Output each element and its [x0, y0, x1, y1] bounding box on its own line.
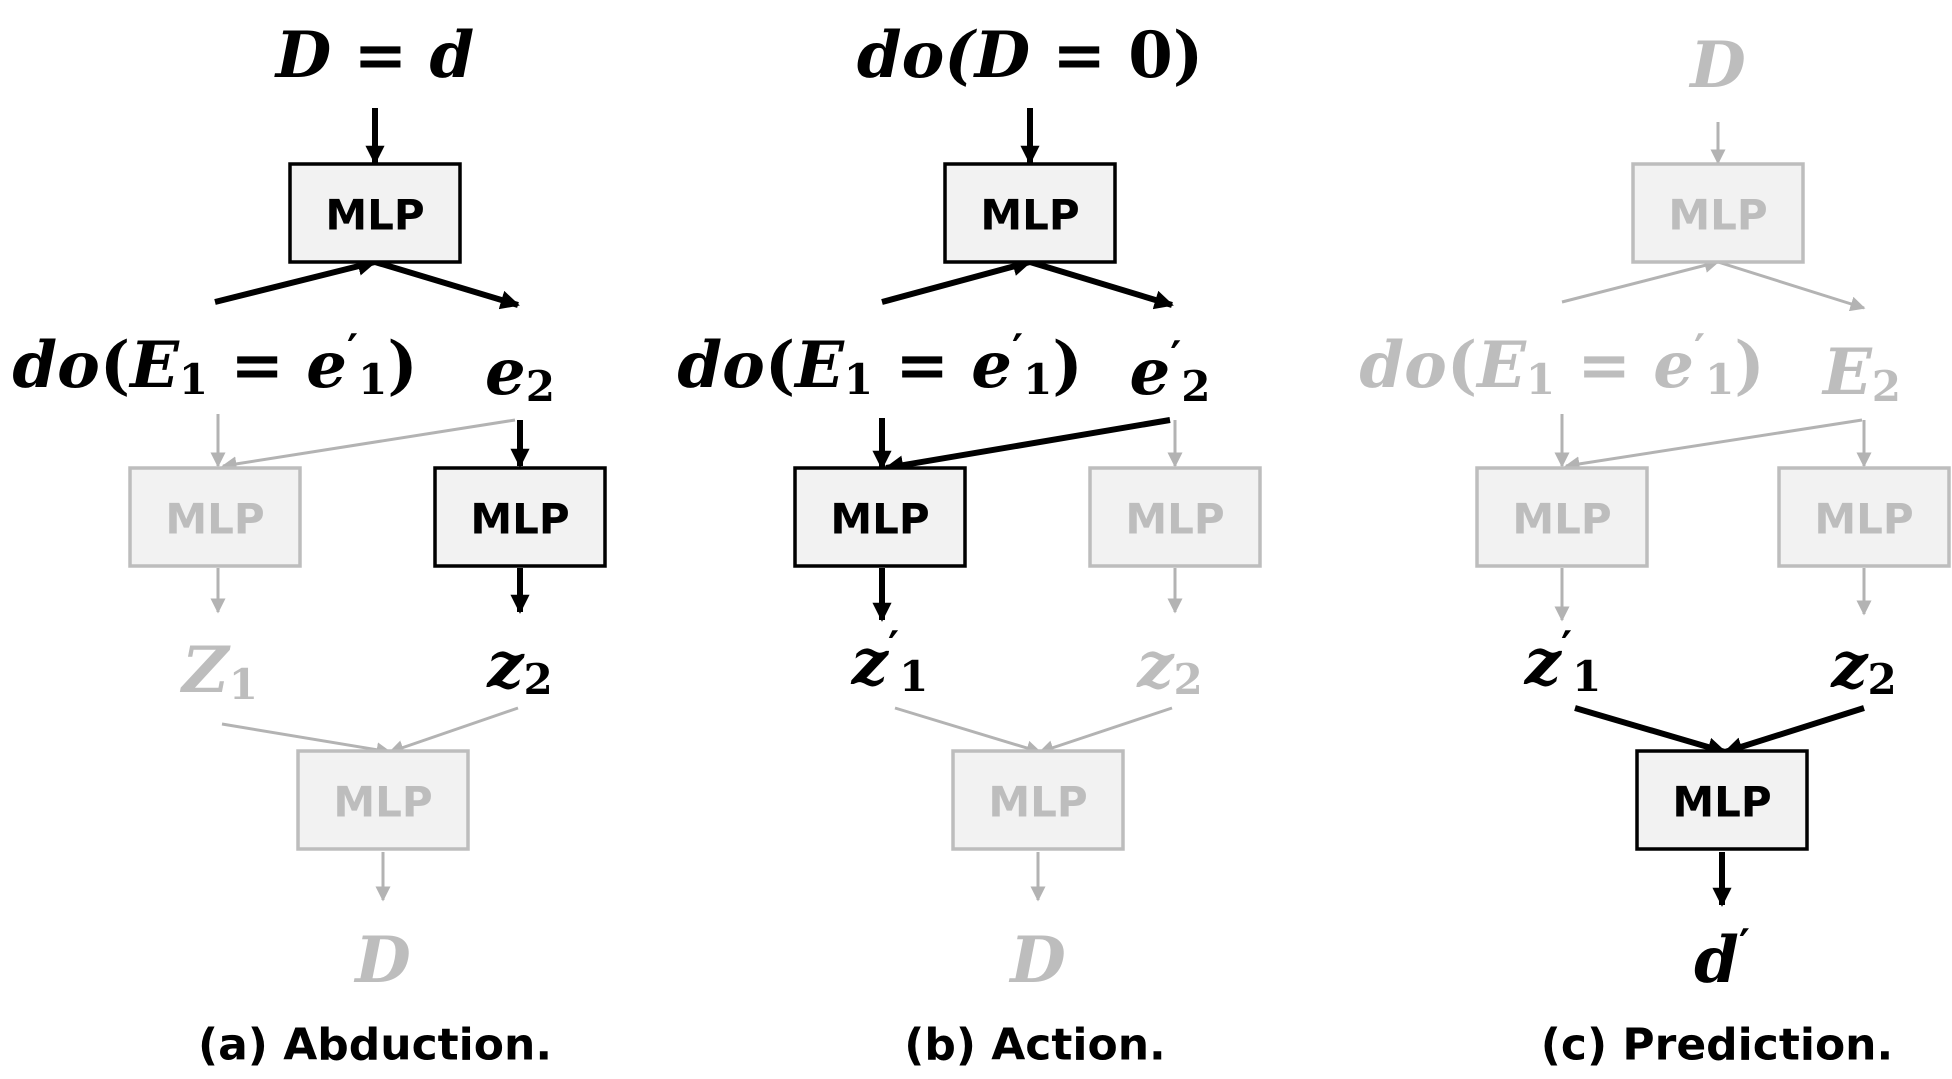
- panel-b-arrow-9: [894, 706, 1042, 756]
- panel-c-caption: (c) Prediction.: [1541, 1020, 1893, 1071]
- panel-c-noise-node-2: E2: [1821, 335, 1901, 411]
- panel-c-mlp-rect-2: [1475, 466, 1649, 568]
- panel-a-mlp-box-1: MLP: [288, 162, 462, 264]
- panel-c-mlp-box-3: MLP: [1777, 466, 1951, 568]
- panel-a-arrow-5: [221, 418, 516, 472]
- panel-b-mlp-rect-3: [1088, 466, 1262, 568]
- panel-c-intervention-expression: do(E1 = e′1): [1359, 325, 1764, 404]
- panel-b-arrow-10: [1038, 706, 1173, 755]
- panel-c-top-expression: D: [1688, 28, 1746, 103]
- panel-a-top-expression: D = d: [274, 18, 474, 93]
- panel-b-latent-node-2: z2: [1136, 628, 1203, 704]
- panel-b-mlp-label-2: MLP: [830, 495, 929, 544]
- panel-b-intervention-expression: do(E1 = e′1): [677, 325, 1082, 404]
- panel-b-noise-node-2: e′2: [1129, 332, 1210, 411]
- panel-c-mlp-label-2: MLP: [1512, 495, 1611, 544]
- panel-c-mlp-rect-1: [1631, 162, 1805, 264]
- panel-c-mlp-label-1: MLP: [1668, 191, 1767, 240]
- panel-a-mlp-label-3: MLP: [470, 495, 569, 544]
- panel-a-mlp-label-2: MLP: [165, 495, 264, 544]
- panel-b-mlp-box-1: MLP: [943, 162, 1117, 264]
- panel-c-mlp-label-4: MLP: [1672, 778, 1771, 827]
- panel-a-arrow-10: [388, 706, 519, 755]
- panel-c-mlp-rect-3: [1777, 466, 1951, 568]
- panel-b-mlp-label-1: MLP: [980, 191, 1079, 240]
- panel-a-mlp-label-4: MLP: [333, 778, 432, 827]
- panel-b-output-node: D: [1008, 923, 1066, 998]
- panel-a-caption: (a) Abduction.: [198, 1020, 552, 1071]
- panel-a-mlp-box-3: MLP: [433, 466, 607, 568]
- panel-c-mlp-box-1: MLP: [1631, 162, 1805, 264]
- panel-c-mlp-rect-4: [1635, 749, 1809, 851]
- panel-b-latent-node-1: z′1: [851, 622, 929, 701]
- panel-a-latent-node-1: Z1: [179, 633, 258, 709]
- panel-a-mlp-rect-1: [288, 162, 462, 264]
- panel-b-caption: (b) Action.: [904, 1020, 1166, 1071]
- panel-a-mlp-label-1: MLP: [325, 191, 424, 240]
- panel-a-arrow-9: [221, 722, 392, 758]
- panel-c-arrow-2: [1561, 258, 1720, 304]
- panel-c-mlp-box-4: MLP: [1635, 749, 1809, 851]
- panel-a-mlp-box-4: MLP: [296, 749, 470, 851]
- panel-c-output-node: d′: [1694, 920, 1750, 998]
- panel-b-mlp-rect-1: [943, 162, 1117, 264]
- panel-a-mlp-box-2: MLP: [128, 466, 302, 568]
- panel-a-mlp-rect-2: [128, 466, 302, 568]
- panel-b-mlp-box-2: MLP: [793, 466, 967, 568]
- panel-b-arrow-5: [884, 417, 1171, 475]
- panel-c-latent-node-2: z2: [1830, 628, 1897, 704]
- panel-a-latent-node-2: z2: [486, 628, 553, 704]
- panel-b-arrow-2: [881, 257, 1032, 305]
- panel-a-noise-node-2: e2: [485, 335, 555, 411]
- panel-c-arrow-10: [1723, 705, 1865, 756]
- panel-c-latent-node-1: z′1: [1524, 622, 1602, 701]
- panel-a-output-node: D: [353, 923, 411, 998]
- panel-b-mlp-label-4: MLP: [988, 778, 1087, 827]
- panel-b-mlp-label-3: MLP: [1125, 495, 1224, 544]
- panel-b-mlp-rect-4: [951, 749, 1125, 851]
- panel-a-mlp-rect-3: [433, 466, 607, 568]
- panel-b-mlp-box-3: MLP: [1088, 466, 1262, 568]
- panel-a-arrow-3: [374, 259, 520, 310]
- panel-c-mlp-label-3: MLP: [1814, 495, 1913, 544]
- edges-layer: [210, 108, 1872, 907]
- panel-a-arrow-2: [214, 256, 377, 305]
- panel-c-arrow-9: [1574, 705, 1727, 757]
- panel-b-mlp-rect-2: [793, 466, 967, 568]
- mlp-boxes-layer: MLP MLP MLP MLP MLP MLP MLP MLP MLP MLP MLP MLP: [128, 162, 1951, 851]
- panel-c-arrow-5: [1564, 418, 1863, 472]
- panel-a-intervention-expression: do(E1 = e′1): [12, 325, 417, 404]
- panel-b-mlp-box-4: MLP: [951, 749, 1125, 851]
- panel-a-mlp-rect-4: [296, 749, 470, 851]
- panel-b-top-expression: do(D = 0): [857, 18, 1203, 93]
- panel-c-mlp-box-2: MLP: [1475, 466, 1649, 568]
- panel-b-arrow-3: [1029, 259, 1174, 310]
- panel-c-arrow-3: [1717, 260, 1866, 312]
